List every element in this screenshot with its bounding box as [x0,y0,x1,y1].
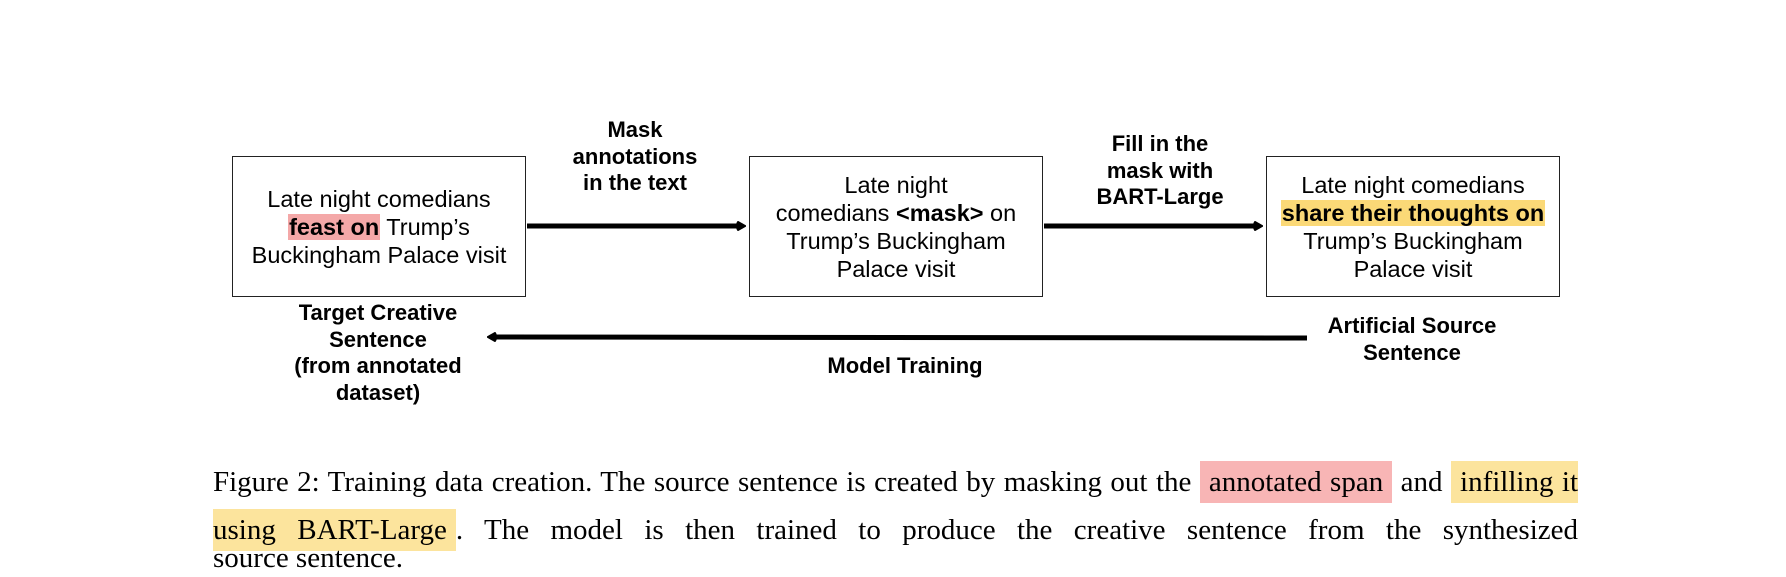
creative-sentence-box: Late night comedians feast on Trump’s Bu… [232,156,526,297]
masked-line-3: Trump’s Buckingham [786,227,1006,254]
source-sentence-box: Late night comedians share their thought… [1266,156,1560,297]
creative-line-1: Late night comedians [267,185,491,212]
masked-line-2-post: on [983,199,1017,226]
mask-token: <mask> [895,199,984,226]
creative-line-3: Buckingham Palace visit [251,241,507,268]
caption-highlight-annotated: annotated span [1199,461,1393,503]
caption-last-line: source sentence. [213,542,404,574]
creative-line-2-rest: Trump’s [380,213,470,240]
creative-highlight: feast on [288,213,381,240]
source-line-4: Palace visit [1353,255,1473,282]
source-line-1: Late night comedians [1301,171,1525,198]
source-highlight: share their thoughts on [1280,199,1546,226]
edge-label-fill: Fill in the mask with BART-Large [1096,131,1224,209]
masked-line-4: Palace visit [836,255,956,282]
masked-line-1: Late night [844,171,948,198]
masked-line-2-pre: comedians [775,199,896,226]
label-artificial-source: Artificial Source Sentence [1327,313,1497,365]
caption-prefix: Figure 2: Training data creation. The so… [213,466,1200,498]
arrow-training [490,337,1308,338]
figure-caption: Figure 2: Training data creation. The so… [213,458,1579,574]
edge-label-mask: Mask annotations in the text [572,117,698,195]
source-line-3: Trump’s Buckingham [1303,227,1523,254]
edge-label-training: Model Training [827,353,983,378]
label-target-creative: Target Creative Sentence (from annotated… [294,300,462,405]
caption-mid: and [1392,466,1443,498]
caption-suffix: . The model is then trained to produce t… [455,514,1578,546]
masked-sentence-box: Late night comedians <mask> on Trump’s B… [749,156,1043,297]
